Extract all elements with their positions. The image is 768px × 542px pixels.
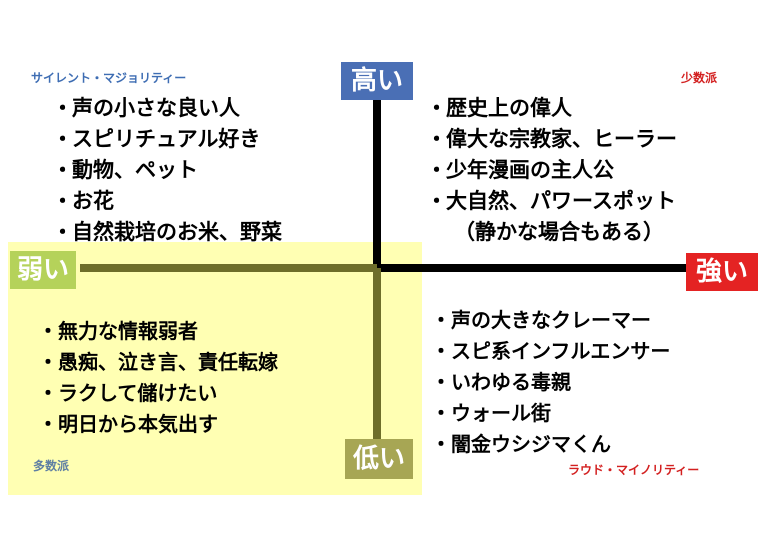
list-item: ・動物、ペット [52, 155, 282, 186]
bullet: ・ [38, 350, 58, 374]
list-item-text: 愚痴、泣き言、責任転嫁 [58, 350, 278, 374]
axis-label-weak: 弱い [10, 251, 76, 289]
list-item-text: 自然栽培のお米、野菜 [72, 220, 282, 244]
quadrant-list-bottom-left: ・無力な情報弱者 ・愚痴、泣き言、責任転嫁 ・ラクして儲けたい ・明日から本気出… [38, 316, 278, 440]
list-item-text: スピリチュアル好き [72, 127, 261, 151]
bullet: ・ [52, 158, 73, 182]
list-item: ・歴史上の偉人 [426, 93, 677, 124]
bullet: ・ [52, 220, 73, 244]
list-item-text: お花 [72, 189, 114, 213]
list-item: ・愚痴、泣き言、責任転嫁 [38, 347, 278, 378]
list-item: ・声の小さな良い人 [52, 93, 282, 124]
quadrant-title-minority: 少数派 [681, 71, 718, 85]
bullet: ・ [431, 432, 451, 456]
quadrant-list-bottom-right: ・声の大きなクレーマー ・スピ系インフルエンサー ・いわゆる毒親 ・ウォール街 … [431, 305, 670, 460]
list-item-text: 声の大きなクレーマー [451, 308, 651, 332]
list-item: ・闇金ウシジマくん [431, 429, 670, 460]
list-item: ・明日から本気出す [38, 409, 278, 440]
list-item: ・ラクして儲けたい [38, 378, 278, 409]
list-item: ・自然栽培のお米、野菜 [52, 217, 282, 248]
list-item: ・偉大な宗教家、ヒーラー [426, 124, 677, 155]
bullet: ・ [426, 189, 447, 213]
quadrant-title-loud-minority: ラウド・マイノリティー [568, 463, 700, 477]
bullet: ・ [38, 319, 58, 343]
quadrant-title-majority: 多数派 [33, 459, 70, 473]
list-item: ・スピリチュアル好き [52, 124, 282, 155]
bullet: ・ [52, 189, 73, 213]
list-item: ・声の大きなクレーマー [431, 305, 670, 336]
bullet: ・ [38, 381, 58, 405]
list-item-text: 歴史上の偉人 [446, 96, 572, 120]
list-item-text: ラクして儲けたい [58, 381, 218, 405]
axis-label-low: 低い [345, 439, 413, 479]
quadrant-list-top-left: ・声の小さな良い人 ・スピリチュアル好き ・動物、ペット ・お花 ・自然栽培のお… [52, 93, 282, 248]
bullet: ・ [431, 308, 451, 332]
list-item-text: 動物、ペット [72, 158, 198, 182]
quadrant-list-top-right: ・歴史上の偉人 ・偉大な宗教家、ヒーラー ・少年漫画の主人公 ・大自然、パワース… [426, 93, 677, 248]
list-item-text: 闇金ウシジマくん [451, 432, 611, 456]
bullet: ・ [426, 96, 447, 120]
bullet: ・ [426, 158, 447, 182]
list-item-text: ウォール街 [451, 401, 551, 425]
list-item-text: スピ系インフルエンサー [451, 339, 671, 363]
list-item-text: 無力な情報弱者 [58, 319, 198, 343]
bullet: ・ [38, 412, 58, 436]
vertical-axis-lower [373, 268, 381, 440]
list-item-text: 偉大な宗教家、ヒーラー [446, 127, 677, 151]
list-item: ・スピ系インフルエンサー [431, 336, 670, 367]
list-item: ・無力な情報弱者 [38, 316, 278, 347]
axis-label-strong: 強い [686, 253, 758, 291]
bullet: ・ [431, 339, 451, 363]
list-item-note: （静かな場合もある） [454, 220, 664, 244]
bullet: ・ [52, 127, 73, 151]
list-item: ・ウォール街 [431, 398, 670, 429]
bullet: ・ [431, 401, 451, 425]
list-item-text: 声の小さな良い人 [72, 96, 240, 120]
list-item-text: 少年漫画の主人公 [446, 158, 614, 182]
horizontal-axis-right [381, 264, 695, 272]
axis-label-high: 高い [341, 62, 413, 100]
list-item-text: 大自然、パワースポット [446, 189, 676, 213]
list-item-text: いわゆる毒親 [451, 370, 571, 394]
horizontal-axis-left [80, 264, 377, 272]
list-item-text: 明日から本気出す [58, 412, 218, 436]
bullet: ・ [431, 370, 451, 394]
vertical-axis-upper [373, 96, 381, 268]
list-item: ・お花 [52, 186, 282, 217]
bullet: ・ [52, 96, 73, 120]
list-item: ・少年漫画の主人公 [426, 155, 677, 186]
list-item: ・大自然、パワースポット [426, 186, 677, 217]
bullet: ・ [426, 127, 447, 151]
list-item: ・いわゆる毒親 [431, 367, 670, 398]
quadrant-title-silent-majority: サイレント・マジョリティー [31, 71, 187, 85]
